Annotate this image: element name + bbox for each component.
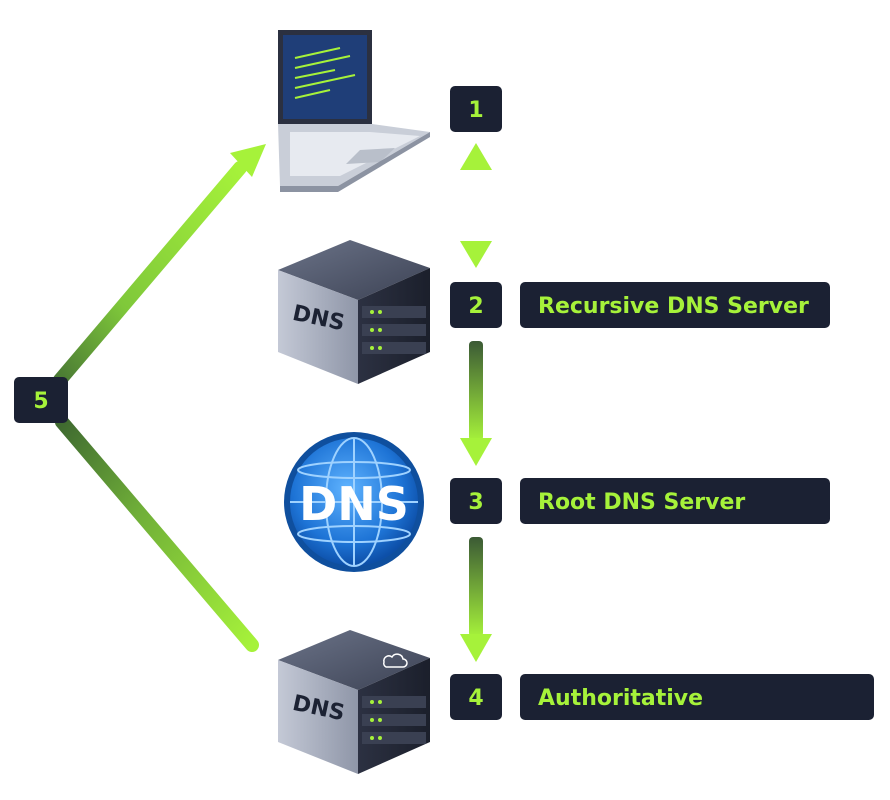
step-number: 2 <box>468 294 483 319</box>
cloud-icon <box>383 653 408 668</box>
globe-label: DNS <box>299 477 409 531</box>
laptop-icon <box>278 30 430 192</box>
return-arrow-up <box>53 144 266 387</box>
dns-server-icon: DNS <box>278 240 430 384</box>
dns-server-cloud-icon: DNS <box>278 630 430 774</box>
step-label: Root DNS Server <box>538 490 745 515</box>
step-number: 4 <box>468 686 483 711</box>
return-arrow-down <box>55 415 259 652</box>
label-root-dns-server: Root DNS Server <box>520 478 830 524</box>
step-label: Recursive DNS Server <box>538 294 809 319</box>
step-badge-1: 1 <box>450 86 502 132</box>
label-recursive-dns-server: Recursive DNS Server <box>520 282 830 328</box>
step-badge-4: 4 <box>450 674 502 720</box>
step-badge-3: 3 <box>450 478 502 524</box>
label-authoritative: Authoritative <box>520 674 874 720</box>
step-label: Authoritative <box>538 686 703 711</box>
arrow-1-2 <box>460 143 492 268</box>
step-number: 3 <box>468 490 483 515</box>
step-number: 1 <box>468 98 483 123</box>
arrow-3-4 <box>460 537 492 662</box>
step-number: 5 <box>33 389 48 414</box>
step-badge-2: 2 <box>450 282 502 328</box>
dns-globe-icon: DNS <box>284 432 424 572</box>
arrow-2-3 <box>460 341 492 466</box>
step-badge-5: 5 <box>14 377 68 423</box>
